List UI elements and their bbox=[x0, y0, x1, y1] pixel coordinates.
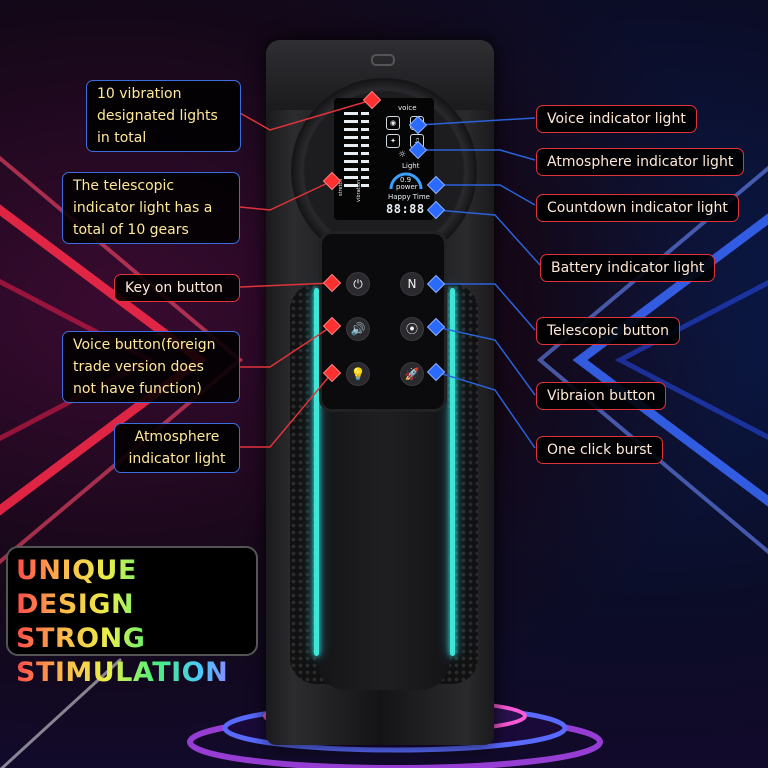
lcd-voice-label: voice bbox=[398, 104, 417, 112]
vibration-level-bar bbox=[344, 160, 358, 163]
callout-atmosphere-light-left: Atmosphere indicator light bbox=[114, 423, 240, 473]
callout-telescopic-indicator: The telescopic indicator light has a tot… bbox=[62, 172, 240, 244]
telescopic-level-bar bbox=[361, 144, 369, 147]
voice-button[interactable]: 🔊 bbox=[347, 318, 369, 340]
callout-key-on-button: Key on button bbox=[114, 274, 240, 302]
lcd-light-label: Light bbox=[402, 162, 420, 170]
battery-gauge-icon bbox=[389, 172, 423, 190]
callout-vibration-lights: 10 vibration designated lights in total bbox=[86, 80, 241, 152]
vibration-level-bar bbox=[344, 112, 358, 115]
vibration-level-bar bbox=[344, 120, 358, 123]
lcd-power-value: 0.9 bbox=[400, 176, 412, 184]
left-glow-strip bbox=[314, 288, 319, 656]
hero-text-box: UNIQUE DESIGN STRONG STIMULATION bbox=[6, 546, 258, 688]
callout-voice-button: Voice button(foreign trade version does … bbox=[62, 331, 240, 403]
telescopic-level-bar bbox=[361, 184, 369, 187]
right-glow-strip bbox=[450, 288, 455, 656]
vibration-level-bar bbox=[344, 176, 358, 179]
callout-battery-indicator: Battery indicator light bbox=[540, 254, 716, 282]
vibration-level-bar bbox=[344, 184, 358, 187]
vibration-level-bar bbox=[344, 144, 358, 147]
lcd-countdown: 88:88 bbox=[386, 202, 425, 216]
burst-button[interactable]: 🚀 bbox=[401, 363, 423, 385]
telescopic-level-bar bbox=[361, 120, 369, 123]
usb-port bbox=[371, 54, 395, 66]
callout-voice-indicator: Voice indicator light bbox=[536, 105, 697, 133]
hero-line-3: STIMULATION bbox=[16, 656, 248, 690]
device-center-body bbox=[316, 410, 450, 690]
hero-line-1: UNIQUE DESIGN bbox=[16, 554, 248, 622]
vibration-button[interactable]: ⦿ bbox=[401, 318, 423, 340]
sun-icon: ☼ bbox=[398, 150, 407, 160]
hero-line-2: STRONG bbox=[16, 622, 248, 656]
red-markers bbox=[322, 90, 382, 383]
mode-icon: ◉ bbox=[386, 116, 400, 130]
lcd-power-label: power bbox=[396, 183, 418, 191]
lcd-happy-time-label: Happy Time bbox=[388, 193, 430, 201]
vibration-level-bar bbox=[344, 136, 358, 139]
telescopic-level-bar bbox=[361, 152, 369, 155]
callout-atmosphere-indicator: Atmosphere indicator light bbox=[536, 148, 745, 176]
vibration-level-bar bbox=[344, 128, 358, 131]
callout-vibration-button: Vibraion button bbox=[536, 382, 667, 410]
telescopic-level-bar bbox=[361, 176, 369, 179]
telescopic-level-bar bbox=[361, 160, 369, 163]
blue-markers bbox=[408, 115, 446, 382]
callout-telescopic-button: Telescopic button bbox=[536, 317, 680, 345]
mode-icon: ✦ bbox=[386, 134, 400, 148]
power-button[interactable]: ⏻ bbox=[347, 273, 369, 295]
telescopic-level-bar bbox=[361, 128, 369, 131]
telescopic-level-bar bbox=[361, 112, 369, 115]
vibration-level-bar bbox=[344, 168, 358, 171]
telescopic-button[interactable]: N bbox=[401, 273, 423, 295]
callout-countdown-indicator: Countdown indicator light bbox=[536, 194, 739, 222]
atmosphere-button[interactable]: 💡 bbox=[347, 363, 369, 385]
telescopic-level-bar bbox=[361, 136, 369, 139]
callout-one-click-burst: One click burst bbox=[536, 436, 663, 464]
vibration-level-bar bbox=[344, 152, 358, 155]
telescopic-level-bar bbox=[361, 168, 369, 171]
control-panel bbox=[322, 234, 444, 409]
